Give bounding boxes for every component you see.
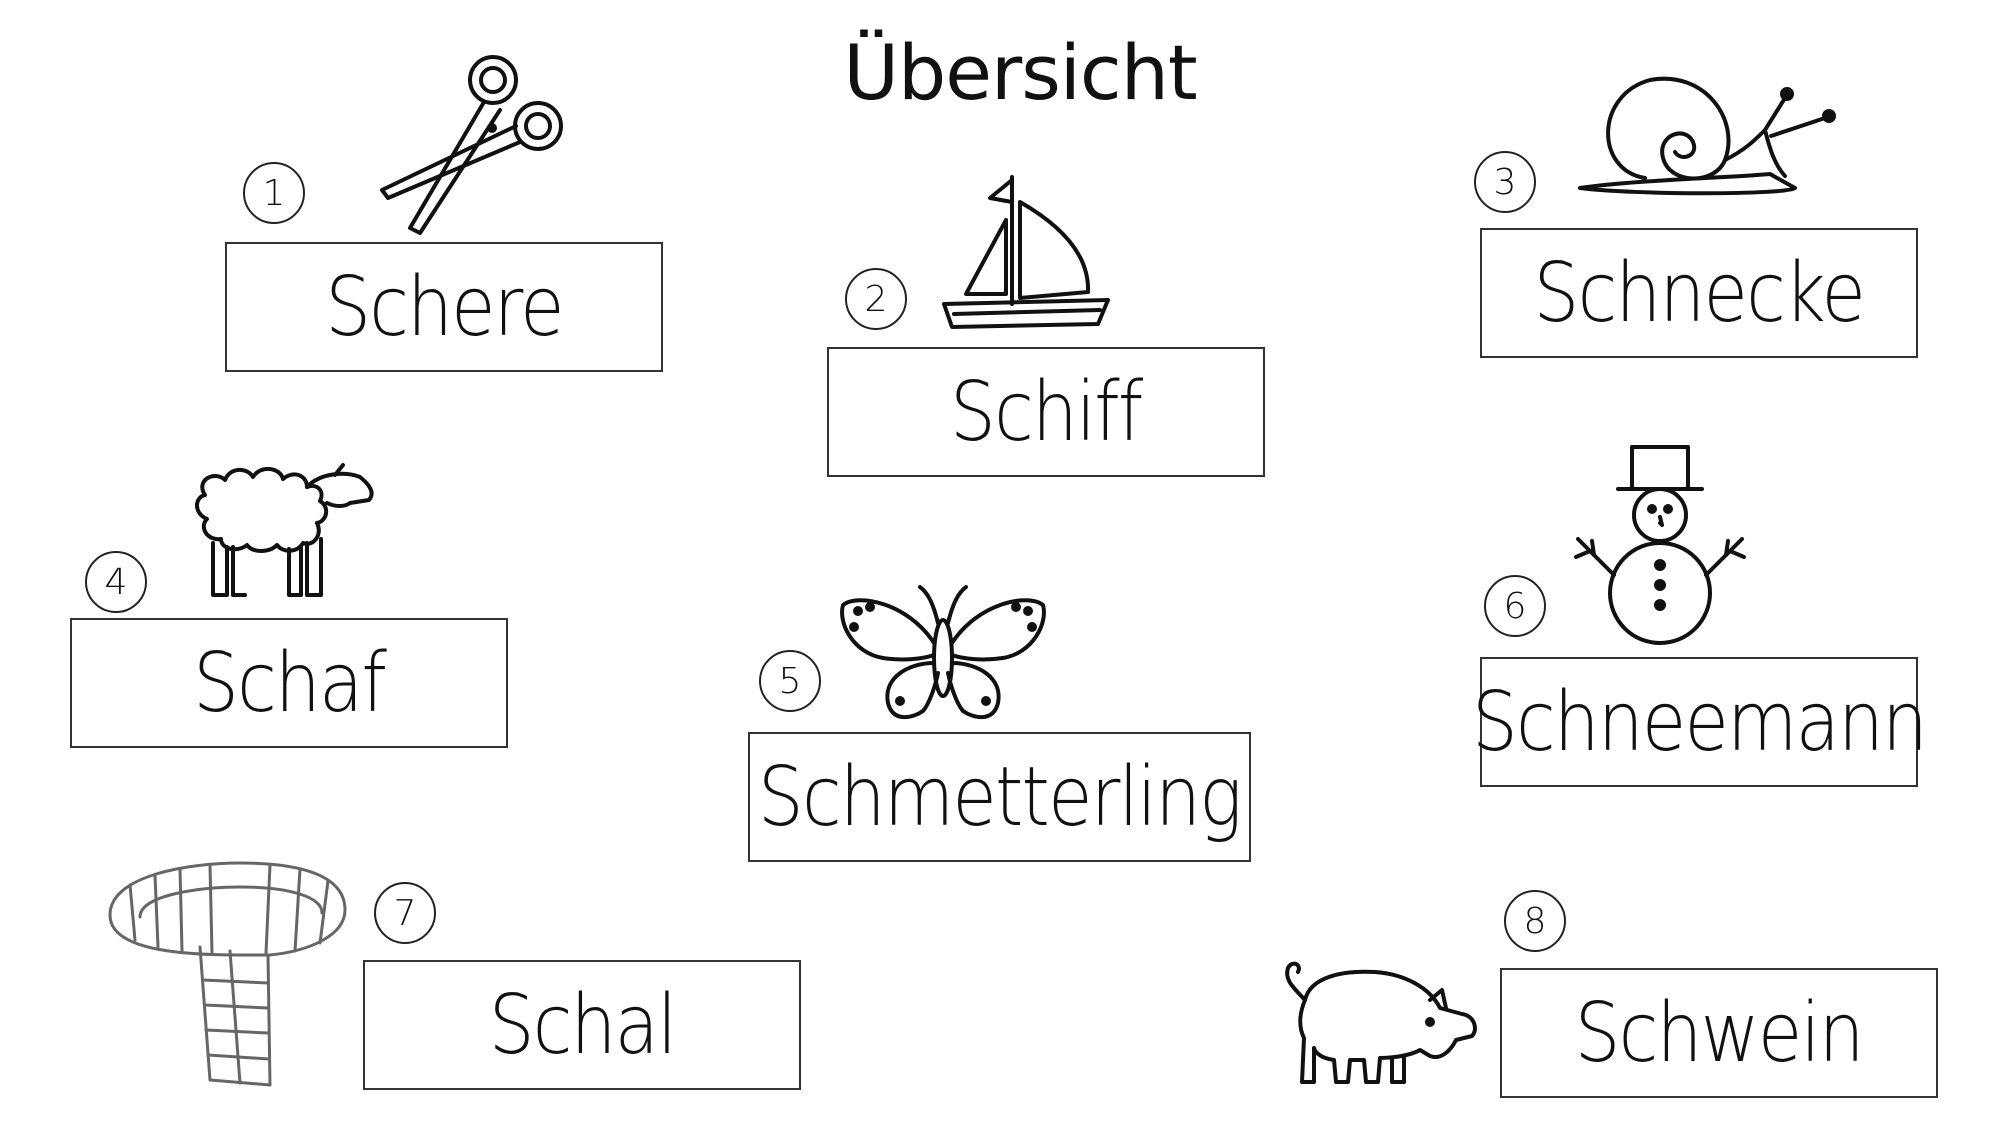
item-number-3: 3 [1474,151,1536,213]
word-card-6: Schneemann [1472,657,1928,787]
word-label-7: Schal [488,977,677,1073]
word-label-8: Schwein [1574,985,1865,1081]
scissors-icon [380,48,580,238]
word-card-7: Schal [363,960,801,1090]
snail-icon [1575,70,1845,205]
butterfly-icon [838,583,1048,728]
sailboat-icon [940,172,1110,332]
word-card-4: Schaf [70,618,508,748]
word-card-5: Schmetterling [748,732,1251,862]
item-number-5: 5 [759,650,821,712]
word-label-3: Schnecke [1533,245,1866,341]
item-number-7: 7 [374,882,436,944]
item-number-8: 8 [1504,890,1566,952]
word-label-4: Schaf [192,635,387,731]
item-number-2: 2 [845,268,907,330]
item-number-4: 4 [85,551,147,613]
item-number-6: 6 [1484,575,1546,637]
word-card-2: Schiff [827,347,1265,477]
word-label-1: Schere [325,259,564,355]
word-card-1: Schere [225,242,663,372]
word-label-5: Schmetterling [758,749,1243,845]
scarf-icon [100,855,350,1095]
item-number-1: 1 [243,162,305,224]
pig-icon [1280,960,1480,1090]
page-title: Übersicht [843,28,1197,117]
word-label-6: Schneemann [1471,674,1928,770]
word-card-3: Schnecke [1480,228,1918,358]
word-card-8: Schwein [1500,968,1938,1098]
word-label-2: Schiff [950,364,1143,460]
sheep-icon [185,455,375,605]
snowman-icon [1570,445,1750,645]
